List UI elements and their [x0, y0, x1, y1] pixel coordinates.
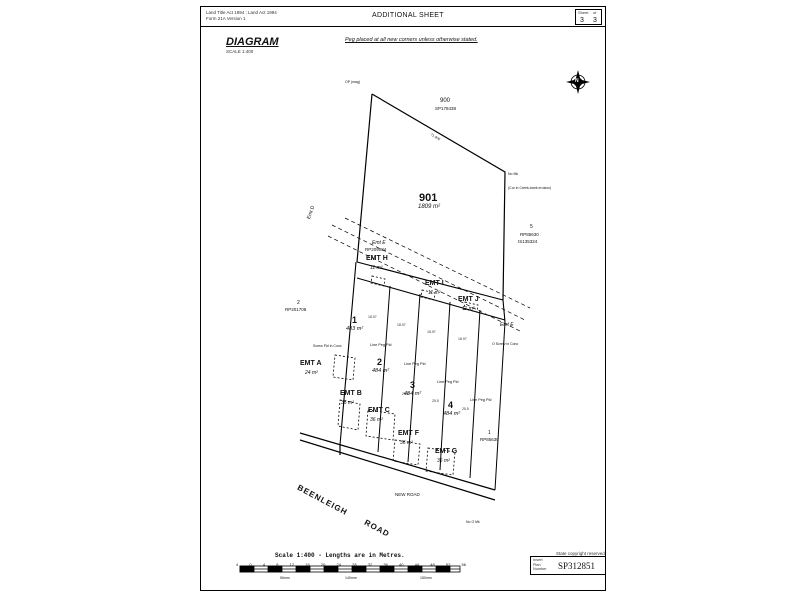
lot-3-area: 484 m² — [404, 391, 422, 397]
lot-901-number: 901 — [419, 192, 438, 204]
copyright-note: State copyright reserved — [556, 551, 605, 556]
scale-unit: 56mm — [280, 576, 290, 580]
sheet-number: 3 — [580, 17, 584, 24]
lot-5-plan: RP85630 — [520, 232, 539, 237]
lot-2-west-number: 2 — [297, 300, 300, 306]
line-peg-note: Line Peg Pld — [437, 380, 459, 384]
lot-2-number: 2 — [377, 357, 383, 367]
line-peg-note: Line Peg Pld — [470, 398, 492, 402]
lot-1-area: 483 m² — [346, 326, 364, 332]
easement-e-label: Emt E — [372, 240, 386, 246]
new-road-label: NEW ROAD — [395, 492, 420, 497]
lot-901-boundary — [356, 93, 506, 301]
easement-e-plan: RP209084 — [365, 247, 387, 252]
easement-c-label: EMT C — [368, 407, 390, 414]
easement-c-area: 36 m² — [370, 417, 383, 423]
diagram-title: DIAGRAM — [226, 36, 279, 48]
bottom-note: No O Mk — [466, 520, 480, 524]
lot-5-extra: IS135324 — [518, 239, 538, 244]
road-boundary — [299, 432, 496, 501]
easement-g-label: EMT G — [435, 448, 458, 455]
dimension-text: 25.5 — [432, 399, 439, 403]
easement-b-area: 36 m² — [341, 400, 354, 406]
lot-2-west-plan: RP201708 — [285, 307, 307, 312]
lot-900-plan: SP178438 — [435, 106, 457, 111]
act-reference: Land Title Act 1994 ; Land Act 1994 Form… — [206, 10, 277, 21]
sheet-total: 3 — [593, 17, 597, 24]
scale-bar — [239, 565, 461, 573]
easement-h-area: 11 m² — [370, 265, 383, 271]
sheet-number-box: Sheet of 3 3 — [575, 9, 602, 25]
north-arrow-icon — [566, 70, 590, 94]
northern-boundary — [339, 261, 506, 446]
easement-e-right-label: Emt E — [500, 322, 514, 328]
easement-i-label: EMT I — [425, 280, 444, 287]
lot-3-number: 3 — [410, 380, 416, 390]
peg-note: Peg placed at all new corners unless oth… — [345, 37, 478, 43]
lot-901-area: 1809 m² — [418, 204, 441, 210]
diagram-scale: SCALE 1:400 — [226, 49, 254, 54]
dimension-text: 18.97 — [397, 323, 406, 327]
dimension-text: 18.97 — [458, 337, 467, 341]
easement-a-label: EMT A — [300, 360, 322, 367]
lot-1-east-number: 1 — [488, 430, 491, 436]
scale-unit: 150mm — [420, 576, 432, 580]
lot-2-area: 484 m² — [372, 368, 390, 374]
easement-b-label: EMT B — [340, 390, 362, 397]
easement-j-area: 11 m² — [462, 306, 475, 312]
lot-division-lines — [356, 277, 506, 491]
easement-a-area: 24 m² — [305, 370, 318, 376]
lot-4-number: 4 — [448, 400, 454, 410]
dimension-text: 25.5 — [402, 392, 409, 396]
easement-i-area: 11 m² — [428, 290, 441, 296]
line-peg-note: Line Peg Pld — [404, 362, 426, 366]
easement-f-label: EMT F — [398, 430, 419, 437]
scale-caption: Scale 1:400 - Lengths are in Metres. — [275, 552, 405, 559]
dimension-text: 18.97 — [368, 315, 377, 319]
lot-900-number: 900 — [440, 98, 451, 104]
dimension-text: 18.97 — [427, 330, 436, 334]
lot-5-number: 5 — [530, 224, 533, 230]
op-note: OP (mag) — [345, 80, 361, 84]
dimension-text: 25.5 — [462, 407, 469, 411]
easement-strips — [327, 217, 531, 333]
scale-unit: 140mm — [345, 576, 357, 580]
line-peg-note: Line Peg Pld — [370, 343, 392, 347]
sheet-label: Sheet — [578, 10, 589, 15]
easement-f-area: 36 m² — [400, 440, 413, 446]
easement-j-label: EMT J — [458, 296, 479, 303]
plan-sheet — [200, 6, 606, 591]
creek-note: (Cor in Creek-bank erosion) — [508, 186, 552, 190]
north-letter: N — [575, 78, 579, 84]
lot-4-area: 484 m² — [443, 411, 461, 417]
header-divider — [201, 26, 605, 27]
screw-note-right: O Screw in Conc — [492, 342, 519, 346]
of-label: of — [593, 10, 597, 15]
lot-1-number: 1 — [352, 315, 358, 325]
easement-h-label: EMT H — [366, 255, 388, 262]
plan-number-box: Insert Plan Number SP312851 — [530, 556, 606, 575]
plan-number: SP312851 — [558, 561, 596, 571]
plan-number-label: Insert Plan Number — [533, 558, 547, 571]
screw-note: Screw Pld in Conc — [313, 344, 342, 348]
easement-boxes — [332, 275, 479, 476]
easement-g-area: 36 m² — [437, 458, 450, 464]
lot-1-east-plan: RP85630 — [480, 437, 499, 442]
no-mark-note: No Mk — [508, 172, 519, 176]
sheet-title: ADDITIONAL SHEET — [372, 12, 444, 19]
